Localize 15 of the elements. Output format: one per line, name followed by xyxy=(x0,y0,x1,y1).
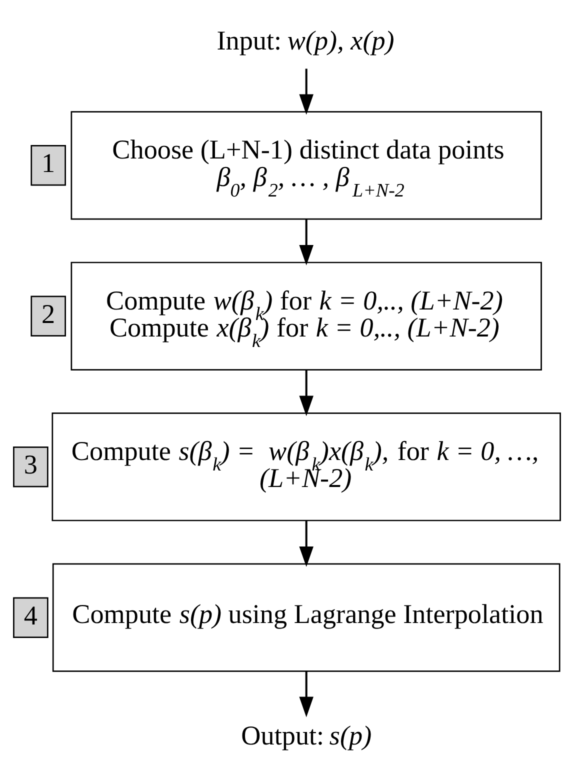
node-box: 2 xyxy=(30,295,66,336)
node-box: Choose (L+N-1) distinct data points β$_{0}$, β$_{2}$, … , β$_{L+N-2}$ xyxy=(70,110,542,220)
node-box: Compute s(β$_{k}$) = w(β$_{k}$)x(β$_{k}$), for k = 0, …, (L+N-2) xyxy=(52,412,561,521)
arrow xyxy=(299,670,314,717)
node-box: 4 xyxy=(13,596,48,638)
node-box: 3 xyxy=(13,446,48,487)
arrow xyxy=(299,218,314,265)
node-text: Input: w(p), x(p) xyxy=(216,24,394,55)
arrow xyxy=(299,68,314,114)
arrow xyxy=(299,520,314,566)
arrow xyxy=(299,370,314,416)
node-box: Compute w(β$_{k}$) for k = 0,.., (L+N-2) Compute x(β$_{k}$) for k = 0,.., (L+N-2) xyxy=(70,261,542,370)
node-box: Compute s(p) using Lagrange Interpolation xyxy=(52,562,560,672)
node-box: 1 xyxy=(30,144,66,186)
node-text: Output: s(p) xyxy=(241,720,372,750)
